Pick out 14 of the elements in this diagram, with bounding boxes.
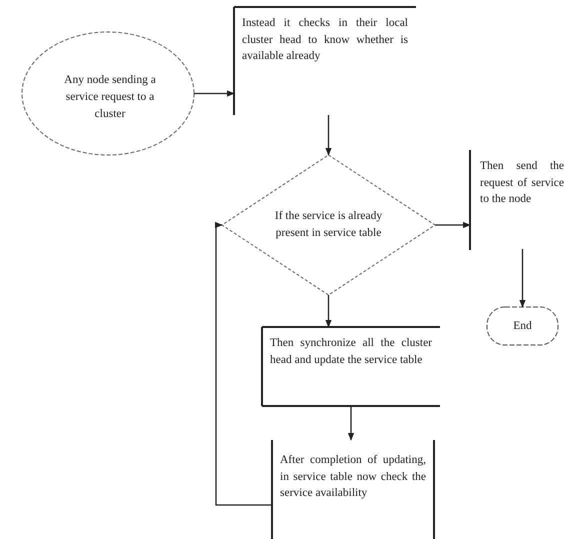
terminal-label: End	[513, 318, 532, 334]
arrow	[519, 249, 526, 308]
decision-text: If the service is already present in service table	[274, 209, 383, 241]
node-text: Then send the request of service to the node	[480, 159, 564, 208]
arrow	[325, 115, 332, 156]
arrow	[325, 295, 332, 328]
node-text: Then synchronize all the cluster head and update the service table	[270, 336, 432, 368]
arrow	[194, 90, 235, 97]
arrow	[435, 222, 471, 228]
arrow	[348, 406, 354, 441]
node-text: Instead it checks in their local cluster head to know whether is available already	[242, 16, 408, 64]
arrow	[214, 222, 272, 506]
node-text: After completion of updating, in service table now check the service availability	[280, 453, 426, 502]
node-text: Any node sending a service request to a cluster	[63, 73, 157, 122]
